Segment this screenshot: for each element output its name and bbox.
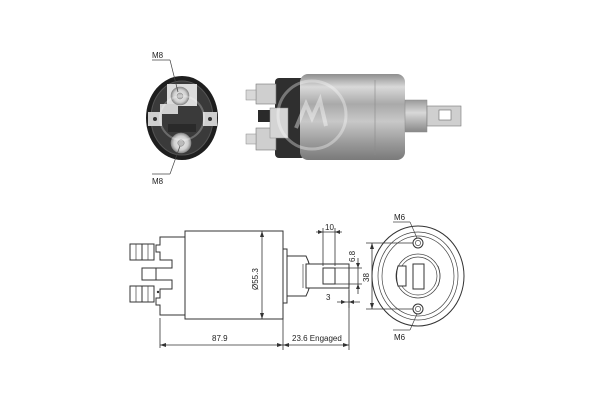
side-view-photo <box>245 74 462 160</box>
end-view-photo <box>146 76 218 160</box>
body-diameter-label: Ø55.3 <box>251 268 260 290</box>
plunger-travel-label: 23.6 Engaged <box>292 334 342 343</box>
bottom-terminal-label: M8 <box>152 177 164 186</box>
top-terminal-label: M8 <box>152 51 164 60</box>
end-view-leaders <box>152 59 181 175</box>
tab-width-label: 10 <box>325 223 334 232</box>
body-length-label: 87.9 <box>212 334 228 343</box>
front-drawing <box>371 225 465 327</box>
tab-offset-label: 3 <box>326 293 331 302</box>
front-drawing-dimensions <box>366 221 418 331</box>
top-hole-label: M6 <box>394 213 406 222</box>
hole-spacing-label: 38 <box>362 273 371 282</box>
bottom-hole-label: M6 <box>394 333 406 342</box>
side-drawing-dimensions <box>159 228 362 350</box>
side-drawing <box>129 230 350 320</box>
slot-height-label: 6.8 <box>348 250 357 262</box>
